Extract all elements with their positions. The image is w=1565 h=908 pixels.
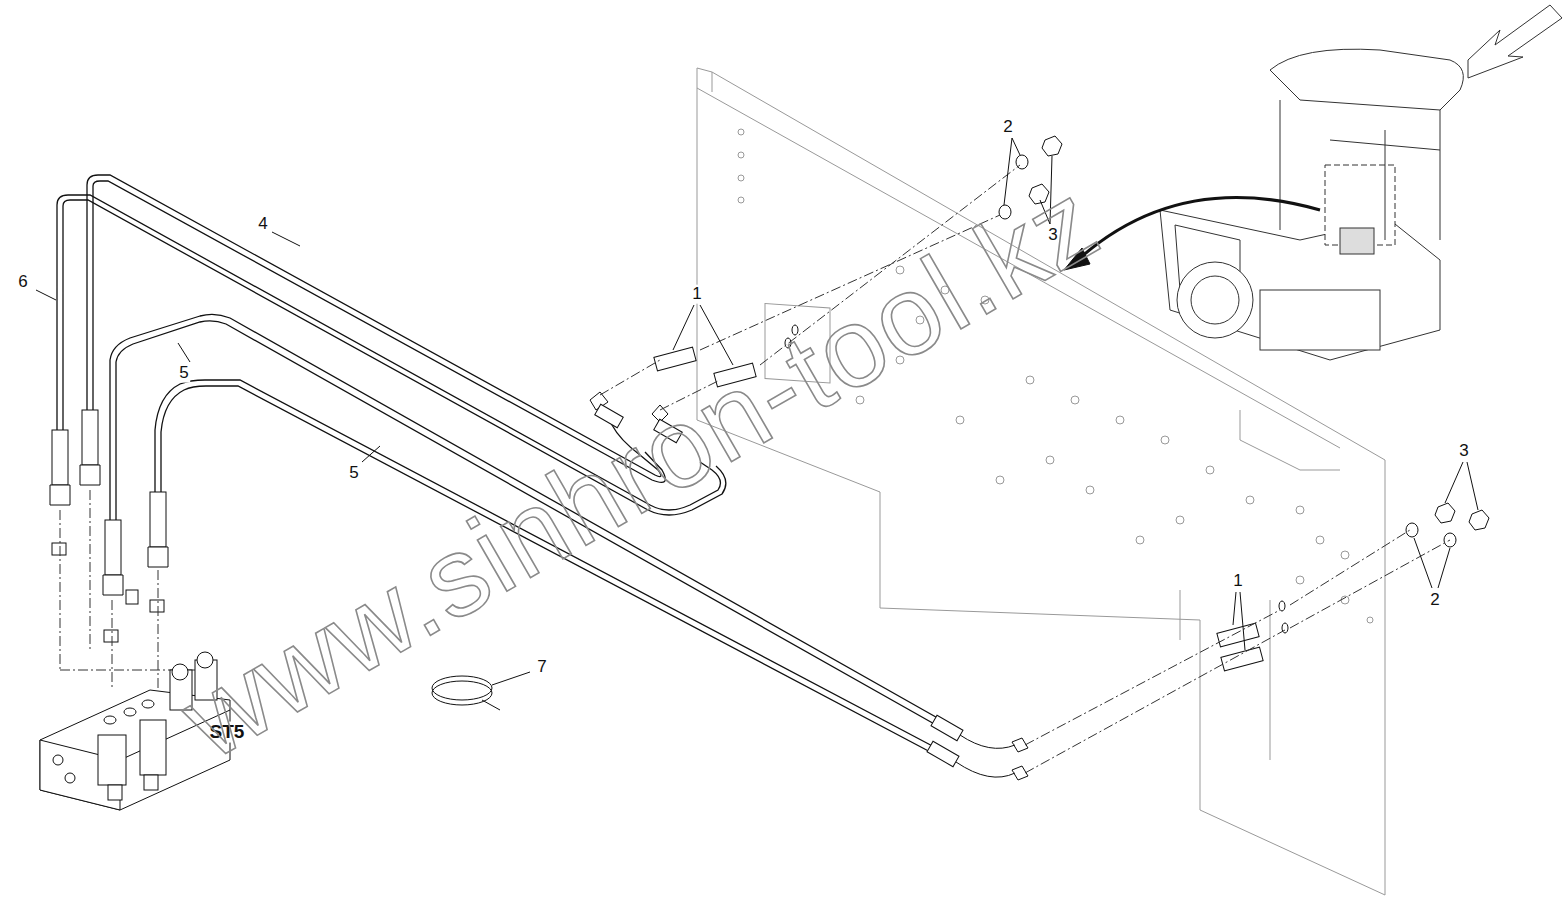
callout-number: 5 [177,364,190,383]
callout-number: 6 [16,273,29,292]
callout-number: 4 [256,215,269,234]
callout-number: 2 [1001,118,1014,137]
machine-view [1160,49,1463,360]
callout-number: 1 [1231,572,1244,591]
hose-fitting [50,410,168,642]
callout-number: 1 [690,285,703,304]
direction-arrow [1468,5,1562,78]
callout-number: 2 [1428,591,1441,610]
watermark: www.sinhron-tool.kz [162,158,1119,782]
callout-number: 3 [1457,442,1470,461]
callout-number: 7 [535,658,548,677]
callout-number: 5 [347,464,360,483]
view-arrow [1080,198,1320,259]
hose-clamp [432,676,500,710]
